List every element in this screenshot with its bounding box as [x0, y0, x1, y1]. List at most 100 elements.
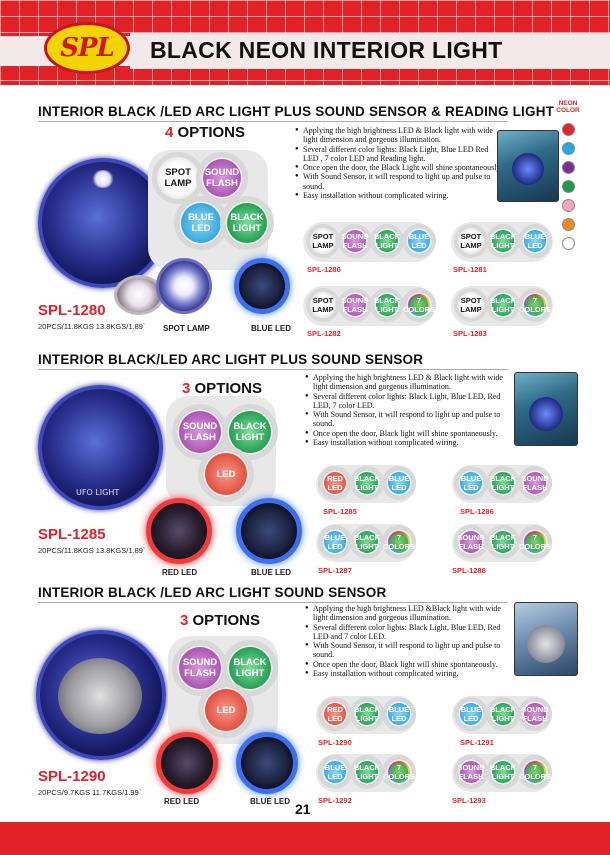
options-count: 3 — [180, 612, 189, 629]
feature-list: Applying the high brightness LED & Black… — [295, 126, 505, 201]
variant-bubble: 7 COLORS — [382, 755, 416, 789]
color-swatch — [562, 199, 575, 212]
feature-item: Applying the high brightness LED & Black… — [295, 126, 505, 145]
photo-caption: RED LED — [164, 797, 200, 806]
page-number: 21 — [295, 801, 311, 817]
rainbow-label: 7 COLORS — [518, 533, 552, 551]
page-title: BLACK NEON INTERIOR LIGHT — [150, 37, 503, 63]
section-divider — [38, 121, 508, 122]
options-word: OPTIONS — [194, 380, 263, 397]
lamp-lens — [58, 658, 142, 734]
options-count: 3 — [182, 380, 191, 397]
model-number: SPL-1285 — [38, 526, 106, 543]
variant-bubble: BLUE LED — [382, 697, 416, 731]
blue-led-photo — [236, 498, 302, 564]
variant-bubble: BLUE LED — [454, 697, 488, 731]
section-divider — [38, 602, 508, 603]
neon-color-label: NEON COLOR — [553, 100, 583, 114]
variant-bubble: BLACK LIGHT — [486, 466, 520, 500]
rainbow-label: 7 COLORS — [518, 763, 552, 781]
header-band — [130, 33, 610, 69]
feature-item: Several different color lights: Black Li… — [305, 392, 510, 411]
feature-item: With Sound Sensor, it will respond to li… — [295, 172, 505, 191]
feature-list: Applying the high brightness LED &Black … — [305, 604, 510, 679]
feature-item: Several different color lights: Black Li… — [295, 145, 505, 164]
variant-model: SPL-1282 — [307, 329, 341, 338]
variant-bubble: BLUE LED — [454, 466, 488, 500]
section-title: INTERIOR BLACK /LED ARC LIGHT PLUS SOUND… — [38, 104, 555, 119]
options-heading: 3 OPTIONS — [182, 380, 262, 397]
options-word: OPTIONS — [192, 612, 261, 629]
feature-list: Applying the high brightness LED & Black… — [305, 373, 510, 448]
packing-info: 20PCS/11.8KGS 13.8KGS/1.89` — [38, 546, 146, 555]
photo-caption: RED LED — [162, 568, 198, 577]
options-count: 4 — [165, 124, 174, 141]
feature-item: Applying the high brightness LED &Black … — [305, 604, 510, 623]
variant-model: SPL-1291 — [460, 738, 494, 747]
options-word: OPTIONS — [177, 124, 246, 141]
variant-model: SPL-1286 — [460, 507, 494, 516]
lamp-text: UFO LIGHT — [76, 488, 120, 497]
red-led-photo — [146, 498, 212, 564]
product-package — [514, 602, 578, 676]
variant-bubble: 7 COLORS — [518, 755, 552, 789]
variant-bubble: BLACK LIGHT — [370, 288, 404, 322]
rainbow-label: 7 COLORS — [518, 296, 552, 314]
neon-label-line1: NEON — [558, 100, 578, 107]
photo-caption: SPOT LAMP — [163, 324, 210, 333]
variant-model: SPL-1287 — [318, 566, 352, 575]
variant-bubble: BLUE LED — [518, 224, 552, 258]
section-title: INTERIOR BLACK /LED ARC LIGHT SOUND SENS… — [38, 585, 387, 600]
color-swatch — [562, 123, 575, 136]
blue-led-photo — [234, 258, 290, 314]
variant-bubble: BLACK LIGHT — [486, 288, 520, 322]
color-swatch — [562, 161, 575, 174]
option-bubble: LED — [198, 446, 254, 502]
option-bubble: SOUND FLASH — [196, 152, 248, 204]
variant-bubble: SOUND FLASH — [518, 697, 552, 731]
packing-info: 20PCS/11.8KGS 13.8KGS/1.89` — [38, 322, 146, 331]
variant-bubble: BLACK LIGHT — [486, 697, 520, 731]
variant-bubble: 7 COLORS — [382, 525, 416, 559]
option-bubble: BLACK LIGHT — [222, 640, 278, 696]
color-swatch — [562, 142, 575, 155]
variant-bubble: BLUE LED — [382, 466, 416, 500]
variant-model: SPL-1285 — [323, 507, 357, 516]
variant-bubble: 7 COLORS — [518, 525, 552, 559]
feature-item: Applying the high brightness LED & Black… — [305, 373, 510, 392]
logo-text: SPL — [60, 33, 115, 63]
variant-bubble: RED LED — [318, 697, 352, 731]
variant-bubble: BLUE LED — [402, 224, 436, 258]
variant-bubble: SOUND FLASH — [454, 755, 488, 789]
blue-led-photo — [236, 732, 298, 794]
rainbow-label: 7 COLORS — [382, 533, 416, 551]
variant-model: SPL-1293 — [452, 796, 486, 805]
option-bubble: BLACK LIGHT — [220, 196, 274, 250]
rainbow-label: 7 COLORS — [382, 763, 416, 781]
packing-info: 20PCS/9.7KGS 11.7KGS/1.99` — [38, 788, 142, 797]
variant-model: SPL-1281 — [453, 265, 487, 274]
variant-bubble: SOUND FLASH — [518, 466, 552, 500]
feature-item: With Sound Sensor, it will respond to li… — [305, 641, 510, 660]
option-bubble: SPOT LAMP — [152, 152, 204, 204]
color-swatch — [562, 180, 575, 193]
variant-bubble: SPOT LAMP — [454, 224, 488, 258]
variant-bubble: BLACK LIGHT — [350, 466, 384, 500]
photo-caption: BLUE LED — [250, 797, 290, 806]
model-number: SPL-1280 — [38, 302, 106, 319]
model-number: SPL-1290 — [38, 768, 106, 785]
variant-bubble: SOUND FLASH — [454, 525, 488, 559]
feature-item: Easy installation without complicated wi… — [295, 191, 505, 201]
variant-bubble: BLACK LIGHT — [350, 755, 384, 789]
color-swatch — [562, 237, 575, 250]
spot-lamp-photo — [156, 258, 212, 314]
variant-bubble: BLACK LIGHT — [370, 224, 404, 258]
variant-bubble: BLUE LED — [318, 755, 352, 789]
section-divider — [38, 369, 508, 370]
variant-bubble: SPOT LAMP — [306, 224, 340, 258]
variant-model: SPL-1280 — [307, 265, 341, 274]
photo-caption: BLUE LED — [251, 568, 291, 577]
spot-lamp-glow — [92, 170, 114, 188]
neon-label-line2: COLOR — [556, 107, 580, 114]
variant-bubble: BLACK LIGHT — [486, 224, 520, 258]
